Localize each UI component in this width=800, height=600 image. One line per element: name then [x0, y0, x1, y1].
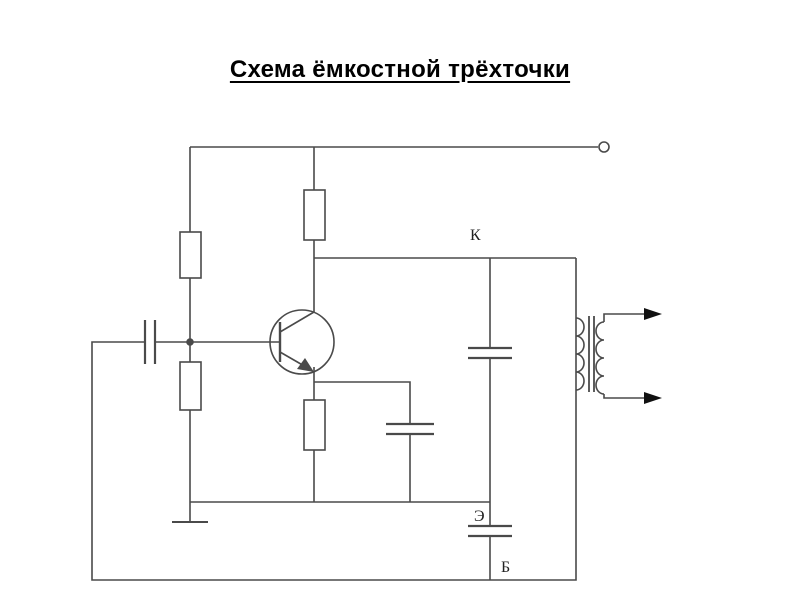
output-leads: [603, 313, 646, 399]
capacitor-c1: [468, 346, 512, 360]
resistor-emitter: [303, 399, 326, 451]
label-base: Б: [501, 559, 510, 576]
supply-terminal: [598, 141, 610, 153]
transistor: [269, 309, 335, 375]
label-emitter: Э: [474, 508, 485, 525]
resistor-collector: [303, 189, 326, 241]
feedback-wire: [91, 258, 577, 581]
capacitor-coupling: [143, 320, 157, 364]
resistor-bias-upper: [179, 231, 202, 279]
collector-branch: [313, 147, 576, 312]
emitter-arrow-icon: [297, 358, 314, 372]
emitter-branch: [313, 367, 411, 502]
output-arrow-lower-icon: [644, 392, 662, 404]
capacitor-emitter-bypass: [386, 422, 434, 436]
page-title: Схема ёмкостной трёхточки: [229, 56, 571, 83]
capacitor-c2: [468, 524, 512, 538]
resistor-bias-lower: [179, 361, 202, 411]
transformer-core: [588, 316, 595, 392]
label-collector: К: [470, 227, 481, 244]
output-arrow-upper-icon: [644, 308, 662, 320]
transformer-secondary-coil: [595, 321, 605, 395]
transformer-primary-coil: [575, 317, 585, 391]
